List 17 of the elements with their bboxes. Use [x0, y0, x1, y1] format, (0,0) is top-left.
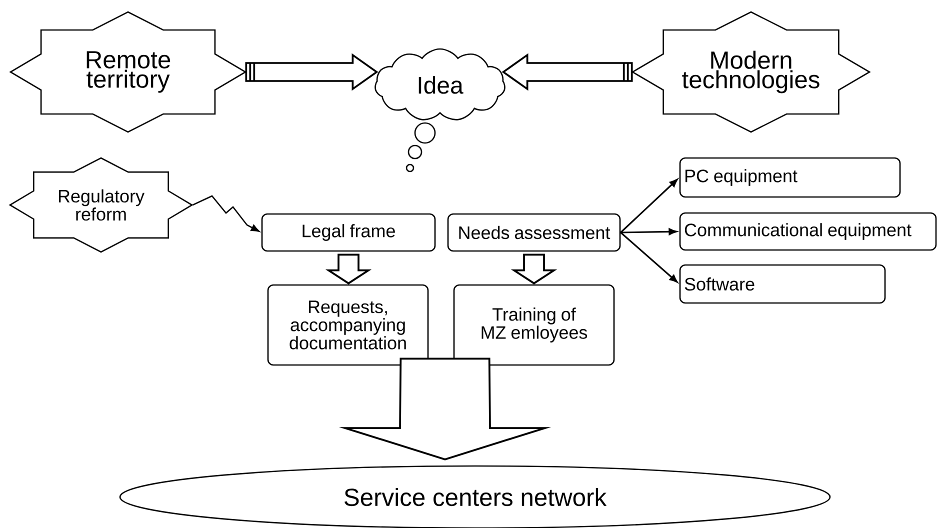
- arrow: [620, 178, 678, 234]
- block-arrow: [502, 53, 633, 91]
- process-box: Communicational equipment: [679, 212, 937, 251]
- process-box: Software: [679, 264, 886, 304]
- block-arrow: [510, 254, 558, 284]
- thought-cloud: Idea: [374, 48, 506, 172]
- block-arrow: [325, 254, 372, 284]
- process-box: Requests, accompanying documentation: [267, 284, 429, 366]
- process-box: Legal frame: [261, 213, 436, 252]
- process-box: Training of MZ emloyees: [453, 284, 615, 366]
- lightning-arrow: [192, 195, 260, 232]
- arrow: [620, 232, 678, 283]
- arrow: [620, 228, 677, 236]
- process-box: Needs assessment: [447, 213, 621, 252]
- block-arrow: [245, 53, 378, 91]
- block-arrow: [338, 358, 552, 460]
- process-box: PC equipment: [679, 157, 901, 198]
